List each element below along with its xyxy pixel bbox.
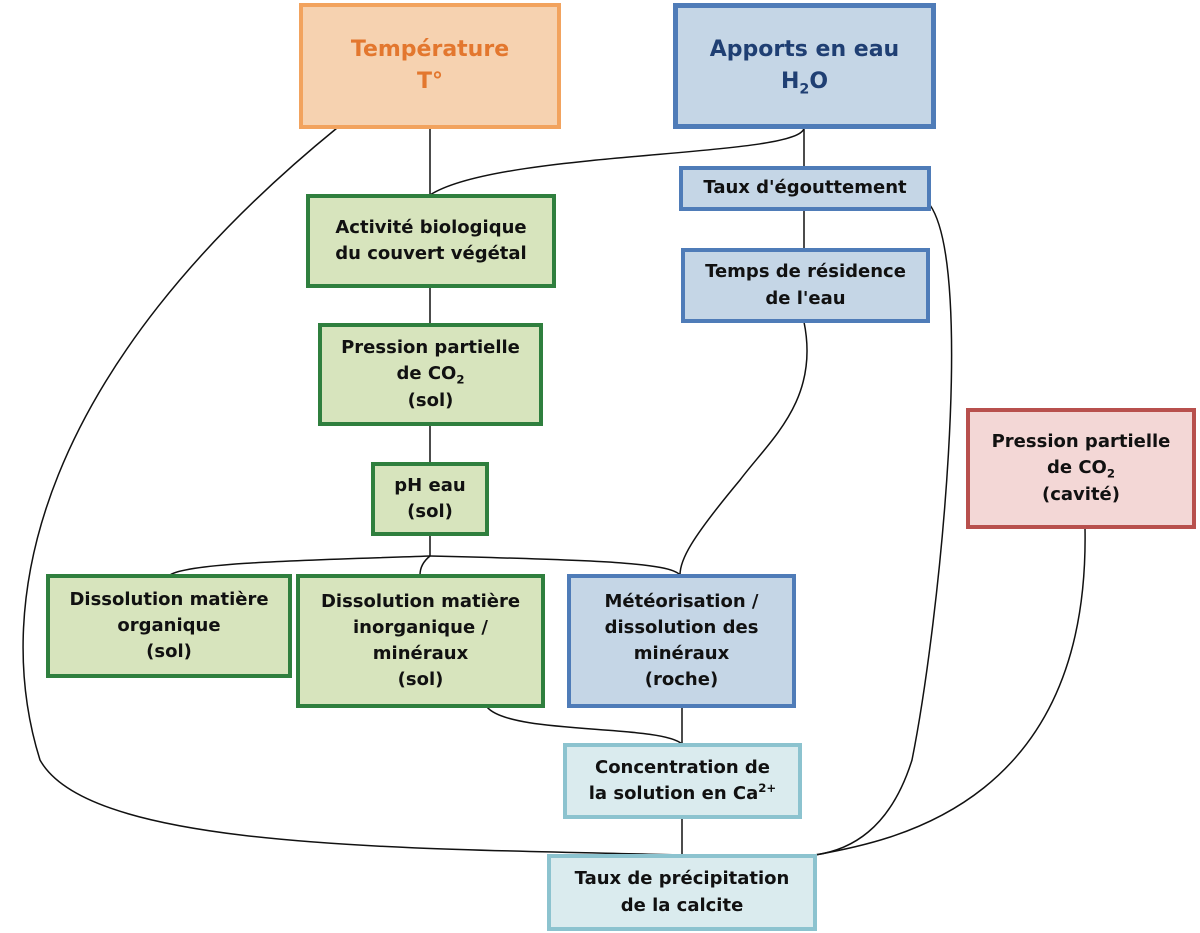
organic-dissolution-box: Dissolution matière organique (sol) xyxy=(46,574,292,678)
inorganic-dissolution-label-2: inorganique / xyxy=(353,616,488,638)
link-residence-weathering xyxy=(679,321,808,576)
pco2-cavity-box: Pression partielle de CO2 (cavité) xyxy=(966,408,1196,529)
water-input-label: Apports en eau xyxy=(709,37,900,63)
weathering-label-3: minéraux xyxy=(633,643,730,664)
calcite-rate-box: Taux de précipitation de la calcite xyxy=(547,854,817,931)
calcite-rate-label-2: de la calcite xyxy=(620,894,744,916)
drip-rate-box: Taux d'égouttement xyxy=(679,166,931,211)
organic-dissolution-label-3: (sol) xyxy=(146,641,192,663)
weathering-label-1: Météorisation / xyxy=(604,590,759,612)
temperature-box: Température T° xyxy=(299,3,561,129)
ph-water-label-1: pH eau xyxy=(394,474,466,496)
inorganic-dissolution-label-1: Dissolution matière xyxy=(320,590,521,612)
calcite-rate-label-1: Taux de précipitation xyxy=(574,868,790,890)
water-input-box: Apports en eau H2O xyxy=(673,3,936,129)
link-water-biological-activity xyxy=(429,127,805,196)
link-ph-inorganic-dissolution xyxy=(419,555,431,576)
ph-water-label-2: (sol) xyxy=(407,501,453,522)
biological-activity-box: Activité biologique du couvert végétal xyxy=(306,194,556,288)
inorganic-dissolution-box: Dissolution matière inorganique / minéra… xyxy=(296,574,545,708)
link-temperature-calcite-rate xyxy=(22,127,683,856)
drip-rate-label: Taux d'égouttement xyxy=(703,177,907,199)
ca-concentration-label-1: Concentration de xyxy=(594,756,771,778)
biological-activity-label-2: du couvert végétal xyxy=(335,243,527,264)
pco2-cavity-label-1: Pression partielle xyxy=(991,431,1171,453)
organic-dissolution-label-2: organique xyxy=(117,614,221,636)
residence-time-label-2: de l'eau xyxy=(765,287,846,309)
link-ph-weathering xyxy=(429,555,681,576)
pco2-cavity-formula: de CO2 xyxy=(1046,457,1115,482)
weathering-label-4: (roche) xyxy=(644,669,719,691)
pco2-soil-box: Pression partielle de CO2 (sol) xyxy=(318,323,543,426)
link-pco2-cavity-calcite-rate xyxy=(814,527,1086,856)
pco2-soil-label-1: Pression partielle xyxy=(341,337,520,359)
ph-water-box: pH eau (sol) xyxy=(371,462,489,536)
pco2-soil-label-3: (sol) xyxy=(407,389,454,411)
link-inorganic-ca-concentration xyxy=(486,706,683,745)
weathering-label-2: dissolution des xyxy=(604,616,759,638)
pco2-soil-formula: de CO2 xyxy=(396,363,465,388)
inorganic-dissolution-label-3: minéraux xyxy=(372,643,469,664)
water-input-formula: H2O xyxy=(780,69,829,98)
organic-dissolution-label-1: Dissolution matière xyxy=(69,588,269,610)
link-ph-organic-dissolution xyxy=(169,555,431,576)
ca-concentration-formula: la solution en Ca2+ xyxy=(588,781,777,804)
residence-time-label-1: Temps de résidence xyxy=(705,261,906,283)
biological-activity-label-1: Activité biologique xyxy=(335,216,527,238)
ca-concentration-box: Concentration de la solution en Ca2+ xyxy=(563,743,802,819)
temperature-label: Température xyxy=(350,37,510,63)
residence-time-box: Temps de résidence de l'eau xyxy=(681,248,930,323)
weathering-box: Météorisation / dissolution des minéraux… xyxy=(567,574,796,708)
pco2-cavity-label-3: (cavité) xyxy=(1042,483,1120,505)
link-drip-calcite-rate xyxy=(814,204,953,856)
temperature-symbol: T° xyxy=(416,69,443,94)
inorganic-dissolution-label-4: (sol) xyxy=(397,669,444,691)
